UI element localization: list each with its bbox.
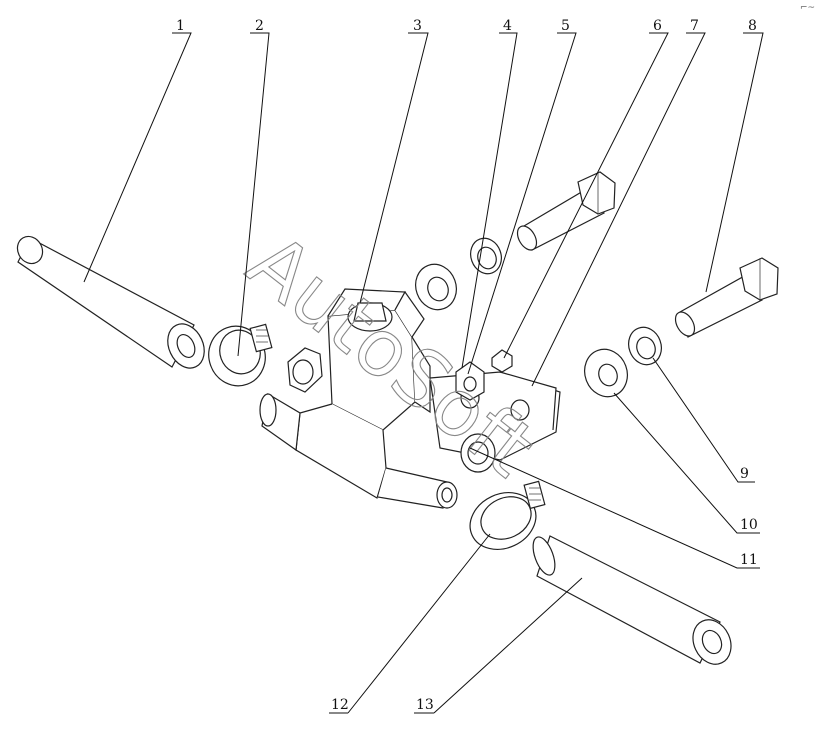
callout-number-5: 5 <box>561 18 570 34</box>
part-12-hose-clamp-right <box>469 480 546 550</box>
part-2-hose-clamp-left <box>208 323 273 387</box>
callout-number-8: 8 <box>748 18 757 34</box>
callout-2: 2 <box>237 18 270 357</box>
callout-number-2: 2 <box>255 18 264 34</box>
part-5-washer-small <box>470 237 502 275</box>
callout-13: 13 <box>414 577 583 714</box>
callout-number-1: 1 <box>176 18 185 34</box>
callout-1: 1 <box>83 18 192 283</box>
part-3-valve-body <box>259 288 458 509</box>
callout-number-9: 9 <box>740 466 749 482</box>
callout-number-13: 13 <box>416 697 434 713</box>
callout-number-7: 7 <box>690 18 699 34</box>
callout-8: 8 <box>705 18 764 293</box>
corner-mark: ⌐~ <box>800 3 815 13</box>
callout-6: 6 <box>503 18 669 359</box>
part-6-bolt <box>491 171 616 373</box>
callout-4: 4 <box>461 18 518 369</box>
callout-11: 11 <box>469 447 760 569</box>
part-8-bolt <box>674 257 779 338</box>
part-9-lock-washer <box>628 326 662 366</box>
part-1-hose-left <box>16 235 205 369</box>
callout-5: 5 <box>467 18 577 375</box>
callout-number-11: 11 <box>740 552 758 568</box>
callout-10: 10 <box>613 392 760 534</box>
part-11-nut <box>460 433 496 473</box>
callout-number-6: 6 <box>653 18 662 34</box>
callout-number-4: 4 <box>503 18 512 34</box>
washer-left <box>415 263 457 311</box>
part-13-hose-right <box>532 535 732 665</box>
callout-3: 3 <box>359 18 429 304</box>
callout-9: 9 <box>652 357 755 483</box>
callout-7: 7 <box>531 18 706 387</box>
callout-12: 12 <box>329 533 491 714</box>
callout-number-12: 12 <box>331 697 349 713</box>
callout-number-10: 10 <box>740 517 758 533</box>
part-4-fitting <box>455 361 485 401</box>
callout-number-3: 3 <box>413 18 422 34</box>
part-10-flat-washer <box>584 348 628 398</box>
